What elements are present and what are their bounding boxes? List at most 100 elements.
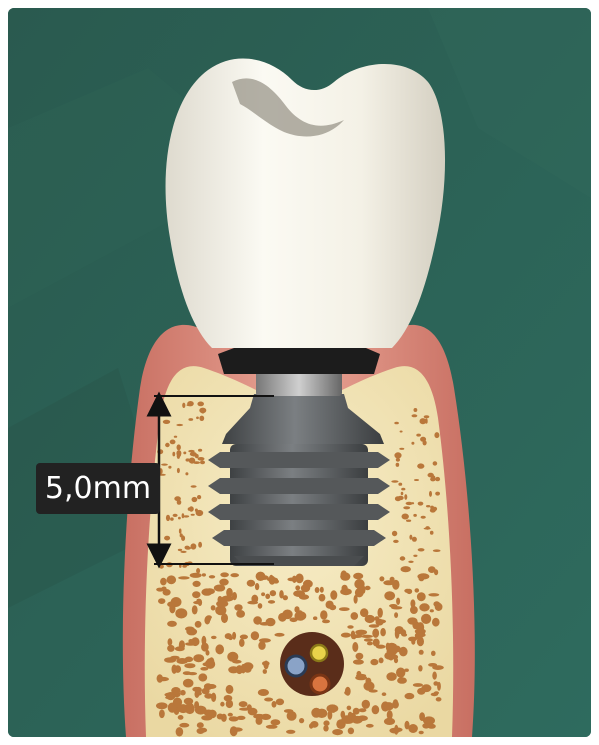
bone-pore bbox=[194, 701, 199, 709]
bone-pore bbox=[220, 572, 229, 577]
bone-pore bbox=[219, 579, 228, 586]
bone-pore bbox=[315, 587, 320, 593]
bone-pore bbox=[351, 716, 362, 724]
bone-pore bbox=[394, 422, 399, 425]
bone-pore bbox=[228, 713, 233, 717]
bone-pore bbox=[173, 514, 178, 517]
bone-pore bbox=[158, 598, 165, 604]
bone-pore bbox=[398, 483, 402, 486]
bone-pore bbox=[278, 613, 287, 622]
bone-pore bbox=[370, 659, 378, 665]
bone-pore bbox=[407, 617, 417, 624]
bone-pore bbox=[429, 491, 432, 497]
bone-pore bbox=[215, 644, 224, 654]
bone-pore bbox=[399, 647, 408, 657]
bone-pore bbox=[168, 638, 173, 646]
bone-pore bbox=[198, 449, 202, 452]
bone-pore bbox=[190, 573, 202, 578]
bone-pore bbox=[175, 608, 187, 618]
bone-pore bbox=[186, 702, 192, 711]
bone-pore bbox=[406, 520, 411, 522]
bone-pore bbox=[193, 581, 201, 587]
bone-pore bbox=[356, 653, 364, 660]
bone-pore bbox=[188, 418, 193, 421]
bone-pore bbox=[430, 506, 434, 510]
bone-pore bbox=[236, 665, 243, 674]
bone-pore bbox=[182, 513, 185, 518]
bone-pore bbox=[353, 708, 360, 715]
bone-pore bbox=[413, 683, 423, 687]
bone-pore bbox=[191, 485, 197, 488]
bone-pore bbox=[419, 650, 424, 655]
bone-pore bbox=[191, 514, 195, 516]
bone-pore bbox=[196, 510, 204, 516]
bone-pore bbox=[211, 605, 216, 610]
bone-pore bbox=[184, 663, 195, 668]
bone-pore bbox=[320, 610, 327, 620]
bone-pore bbox=[161, 464, 168, 466]
bone-pore bbox=[284, 709, 293, 713]
bone-pore bbox=[421, 516, 426, 519]
bone-pore bbox=[196, 417, 199, 420]
bone-pore bbox=[234, 604, 242, 611]
bone-pore bbox=[226, 588, 233, 598]
bone-pore bbox=[190, 452, 197, 456]
bone-pore bbox=[164, 657, 176, 663]
dental-implant-illustration bbox=[8, 8, 591, 737]
bone-pore bbox=[399, 448, 404, 450]
bone-pore bbox=[391, 655, 398, 660]
bone-pore bbox=[193, 461, 200, 464]
bone-pore bbox=[198, 542, 202, 548]
bone-pore bbox=[173, 698, 182, 708]
bone-pore bbox=[201, 715, 212, 720]
bone-pore bbox=[195, 691, 202, 695]
bone-pore bbox=[294, 606, 299, 613]
bone-pore bbox=[177, 453, 180, 459]
bone-pore bbox=[192, 605, 198, 614]
bone-pore bbox=[211, 636, 217, 639]
bone-pore bbox=[327, 704, 339, 712]
bone-pore bbox=[160, 578, 167, 586]
bone-pore bbox=[253, 714, 265, 719]
bone-pore bbox=[177, 468, 180, 473]
bone-pore bbox=[373, 639, 380, 647]
bone-pore bbox=[394, 452, 401, 458]
bone-pore bbox=[166, 515, 170, 521]
bone-pore bbox=[202, 688, 210, 694]
bone-pore bbox=[230, 573, 239, 577]
bone-pore bbox=[172, 665, 177, 674]
bone-pore bbox=[347, 706, 352, 711]
bone-pore bbox=[178, 576, 190, 579]
bone-pore bbox=[391, 606, 402, 609]
bone-pore bbox=[435, 477, 440, 481]
bone-pore bbox=[342, 585, 348, 592]
bone-pore bbox=[416, 434, 421, 437]
bone-pore bbox=[276, 699, 284, 706]
bone-pore bbox=[415, 588, 420, 592]
bone-pore bbox=[295, 585, 300, 590]
bone-pore bbox=[379, 658, 384, 664]
bone-pore bbox=[384, 718, 395, 725]
bone-pore bbox=[206, 658, 214, 666]
bone-pore bbox=[394, 725, 398, 735]
bone-pore bbox=[415, 632, 423, 639]
bone-pore bbox=[392, 701, 399, 709]
nerve-canal-icon bbox=[280, 632, 344, 696]
bone-pore bbox=[428, 663, 437, 667]
bone-pore bbox=[386, 672, 396, 681]
bone-pore bbox=[201, 643, 209, 652]
bone-pore bbox=[420, 418, 427, 424]
bone-pore bbox=[170, 517, 174, 520]
bone-pore bbox=[428, 593, 439, 596]
bone-pore bbox=[221, 613, 228, 623]
bone-pore bbox=[435, 492, 440, 496]
bone-pore bbox=[266, 725, 278, 729]
bone-pore bbox=[379, 576, 384, 581]
bone-pore bbox=[247, 601, 258, 605]
bone-pore bbox=[227, 652, 238, 662]
bone-pore bbox=[200, 461, 205, 465]
bone-pore bbox=[185, 627, 195, 632]
bone-pore bbox=[384, 591, 395, 600]
bone-pore bbox=[156, 702, 168, 709]
bone-pore bbox=[265, 594, 270, 599]
